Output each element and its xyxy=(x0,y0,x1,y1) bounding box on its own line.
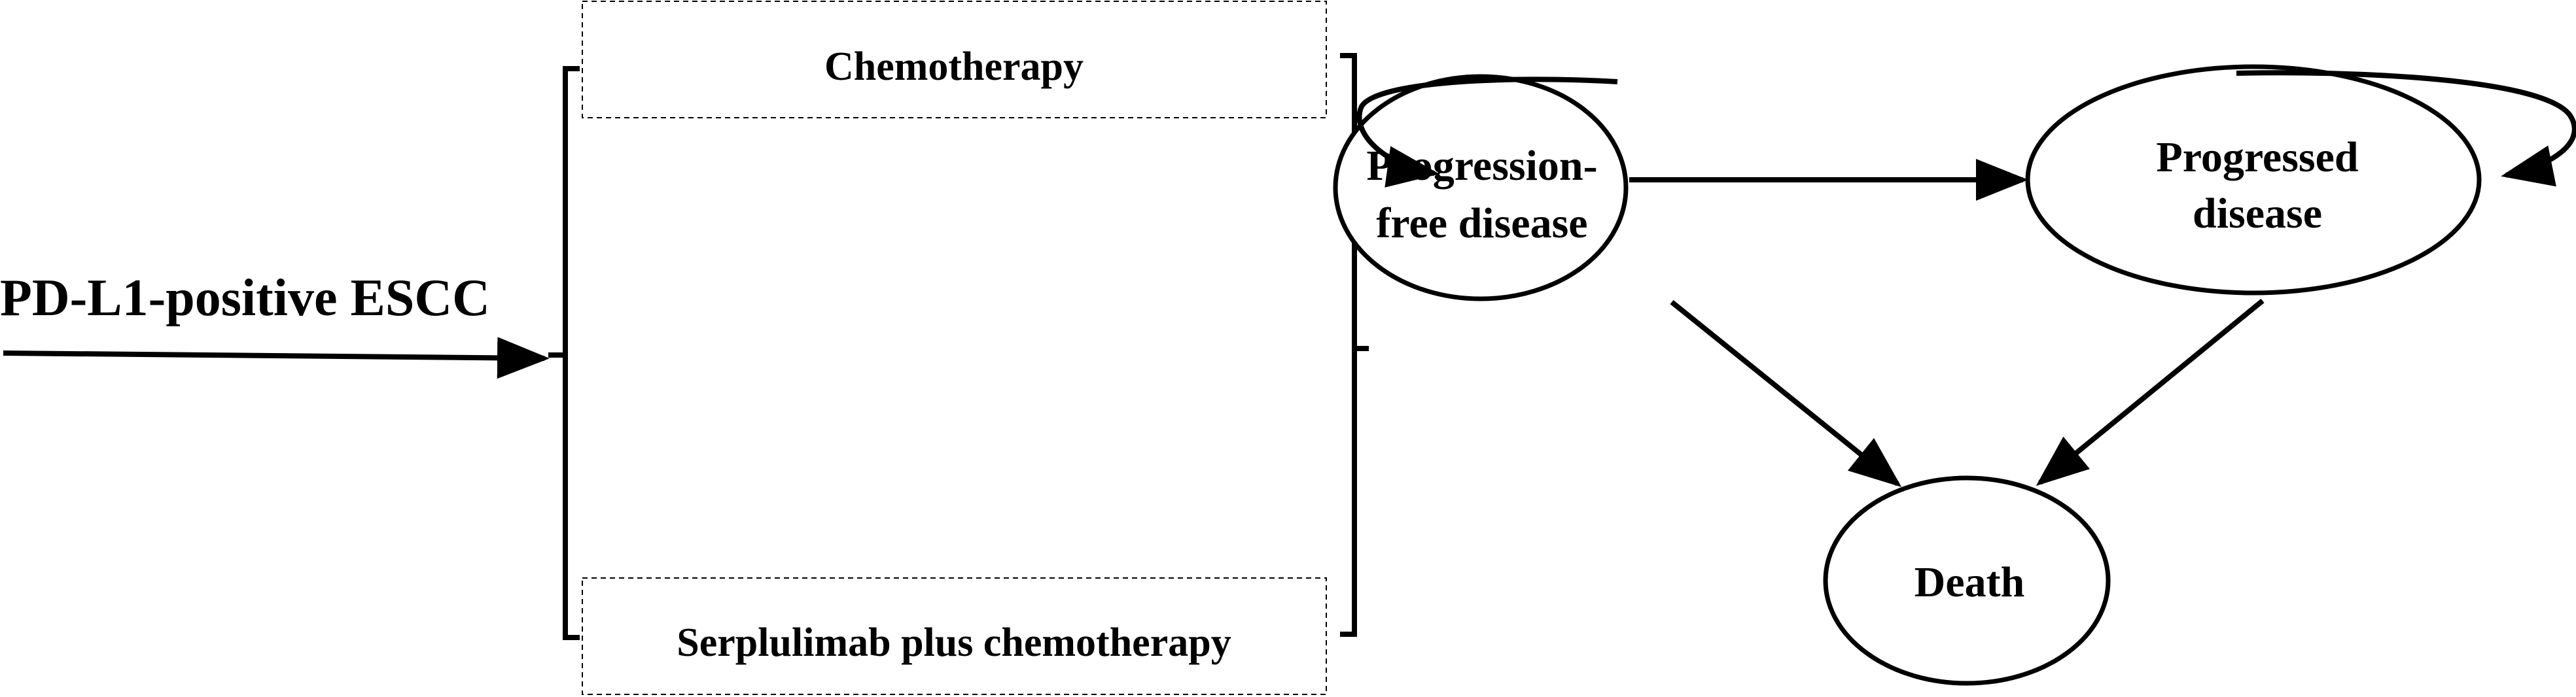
arrow-pfs-self-loop xyxy=(1356,76,1618,188)
population-arrow xyxy=(3,337,550,379)
population-label: PD-L1-positive ESCC xyxy=(0,269,490,327)
arm-box-serplulimab xyxy=(582,577,1327,695)
state-pfs-line2: free disease xyxy=(1376,199,1587,247)
arrow-pd-self-loop xyxy=(2236,70,2576,187)
left-bracket xyxy=(548,66,580,640)
state-death-label: Death xyxy=(1914,558,2025,606)
arrow-pd-to-death xyxy=(2036,298,2265,486)
arrow-pfs-to-death xyxy=(1670,299,1902,488)
arm-box-chemotherapy xyxy=(582,1,1327,118)
state-progression-free-disease xyxy=(1333,74,1629,301)
arm-label-serplulimab: Serplulimab plus chemotherapy xyxy=(677,620,1231,665)
state-pd-line2: disease xyxy=(2193,190,2322,237)
state-pd-line1: Progressed xyxy=(2156,133,2358,181)
right-bracket xyxy=(1340,53,1369,637)
arm-label-chemotherapy: Chemotherapy xyxy=(824,44,1084,89)
state-death xyxy=(1823,475,2111,686)
